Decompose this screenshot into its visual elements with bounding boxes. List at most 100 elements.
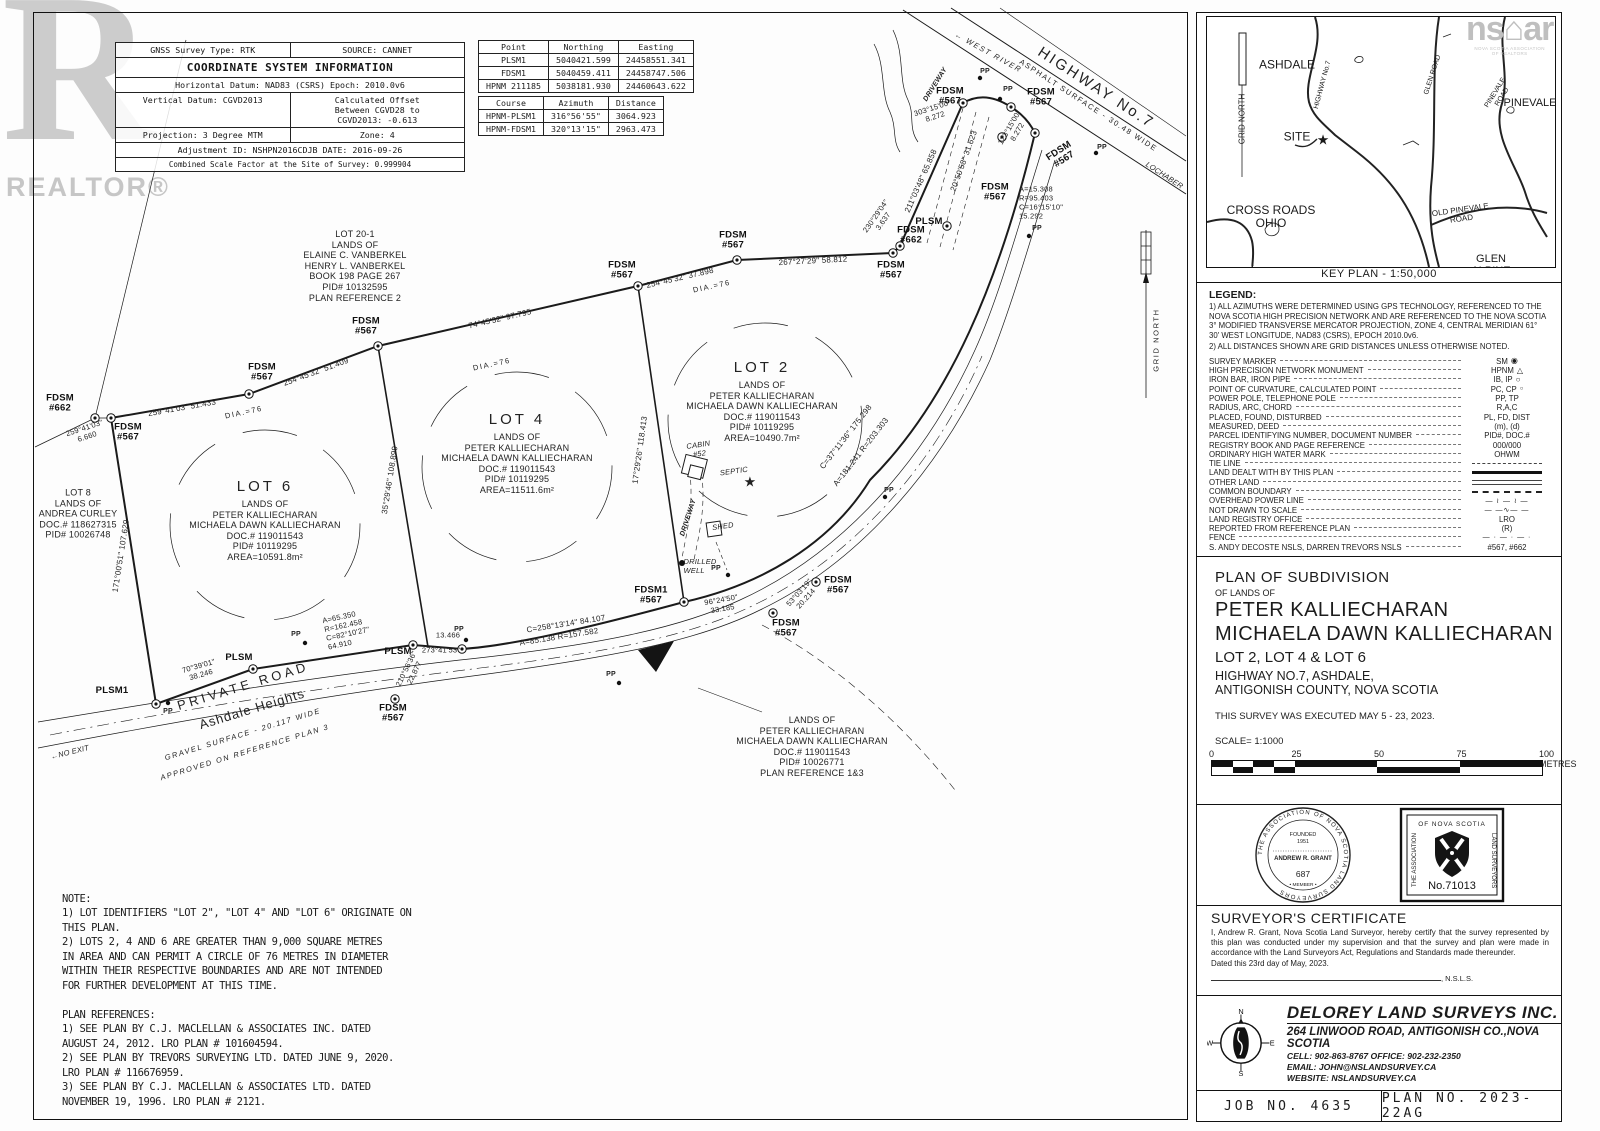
survey-label: CABIN #52 (685, 438, 711, 459)
survey-label: SHED (711, 520, 735, 533)
legend-leader (1263, 480, 1461, 482)
svg-text:1951: 1951 (1297, 839, 1309, 845)
survey-label: PP (606, 670, 616, 678)
legend-item-symbol: #567, #662 (1465, 543, 1549, 552)
tri-icon: △ (1516, 365, 1524, 375)
survey-label: FDSM #662 (897, 224, 925, 246)
legend-item-code: 000/000 (1492, 440, 1522, 450)
points-header: Point (478, 40, 549, 54)
nsar-logo: ns⌂ar NOVA SCOTIA ASSOCIATION OF REALTOR… (1466, 12, 1554, 56)
coordinate-info-title: COORDINATE SYSTEM INFORMATION (186, 61, 394, 74)
legend-item: REPORTED FROM REFERENCE PLAN(R) (1209, 524, 1549, 533)
legend-leader (1307, 498, 1461, 501)
line-fence-icon: — · — · — · (1482, 534, 1532, 542)
survey-label: A=65.350 R=162.458 C=82°10'27" 64.910 (321, 609, 371, 652)
survey-label: FDSM #567 (1027, 86, 1055, 108)
survey-label: 20°50'58" 31.623 (948, 129, 979, 193)
survey-label: GLEN ALPINE (1471, 252, 1510, 267)
compass-w: W (1207, 1039, 1213, 1048)
legend-title: LEGEND: (1209, 289, 1257, 302)
survey-label: 53°03'19" 20.214 (784, 576, 818, 611)
firm-website: WEBSITE: NSLANDSURVEY.CA (1286, 1073, 1417, 1084)
legend-leader (1354, 526, 1461, 529)
survey-label: DRIVEWAY (679, 498, 698, 538)
survey-label: HIGHWAY No.7 (1312, 60, 1333, 110)
combined-scale-factor: Combined Scale Factor at the Site of Sur… (168, 160, 412, 169)
survey-label: ASHDALE (1258, 57, 1316, 72)
projection: Projection: 3 Degree MTM (116, 128, 291, 142)
legend-item-label: ORDINARY HIGH WATER MARK (1209, 449, 1326, 459)
scale-bar-segment (1273, 767, 1295, 774)
legend-item-label: MEASURED, DEED (1209, 421, 1280, 431)
owner-name-2: MICHAELA DAWN KALLIECHARAN (1215, 623, 1553, 646)
legend-item: ORDINARY HIGH WATER MARK OHWM (1209, 450, 1549, 459)
certificate-title: SURVEYOR'S CERTIFICATE (1211, 909, 1407, 926)
survey-label: GRID NORTH (1151, 308, 1161, 372)
survey-label: PLSM (225, 651, 253, 663)
legend-item-symbol: (R) (1465, 524, 1549, 533)
legend-note: 1) ALL AZIMUTHS WERE DETERMINED USING GP… (1209, 302, 1546, 340)
job-number: JOB NO. 4635 (1197, 1091, 1382, 1122)
legend-item-symbol: IB, IP○ (1465, 375, 1549, 384)
legend-item-symbol: OHWM (1465, 450, 1549, 459)
survey-label: CROSS ROADS OHIO (1226, 202, 1316, 230)
certificate-dated: Dated this 23rd day of May, 2023. (1211, 959, 1329, 969)
legend-item-label: PLACED, FOUND, DISTURBED (1209, 412, 1322, 422)
drawing-sheet-border (33, 12, 1188, 1120)
address-line-2: ANTIGONISH COUNTY, NOVA SCOTIA (1215, 683, 1439, 698)
survey-label: PLSM1 (95, 684, 129, 696)
signature-line (1211, 980, 1441, 982)
legend-leader (1405, 545, 1461, 547)
legend-leader (1368, 443, 1461, 445)
legend-leader (1337, 470, 1461, 473)
legend-item-label: LAND DEALT WITH BY THIS PLAN (1209, 468, 1334, 478)
survey-label: FDSM #567 (877, 259, 905, 281)
legend-item-code: #567, #662 (1487, 542, 1527, 552)
legend-note: 2) ALL DISTANCES SHOWN ARE GRID DISTANCE… (1209, 342, 1510, 352)
legend-item-code: PC, CP (1490, 384, 1517, 394)
calculated-offset: Calculated Offset Between CGVD28 to CGVD… (334, 95, 420, 125)
lot-2-label: LANDS OF PETER KALLIECHARAN MICHAELA DAW… (686, 380, 838, 444)
legend-item-label: LAND REGISTRY OFFICE (1209, 514, 1303, 524)
horizontal-datum: Horizontal Datum: NAD83 (CSRS) Epoch: 20… (175, 80, 405, 90)
scale-bar-tick-label: 100 METRES (1539, 749, 1577, 770)
line-heavy-icon (1472, 471, 1542, 475)
survey-label: FDSM #567 (1044, 138, 1077, 171)
legend-item-label: COMMON BOUNDARY (1209, 487, 1292, 496)
lot-6-title: LOT 6 (236, 478, 294, 496)
circ-icon: ○ (1515, 374, 1521, 384)
survey-label: PP (163, 707, 173, 715)
sm-icon: ◉ (1510, 356, 1518, 366)
square-seal-number: No.71013 (1428, 880, 1476, 892)
legend-item-symbol: SM◉ (1465, 357, 1549, 366)
survey-label: PP (454, 625, 464, 633)
survey-label: DIA.=76 (224, 403, 264, 421)
line-zigzag-icon: — —∿— — (1484, 507, 1530, 515)
legend-item-symbol: PP, TP (1465, 394, 1549, 403)
compass-s: S (1239, 1069, 1244, 1078)
title-block-section: PLAN OF SUBDIVISION OF LANDS OF PETER KA… (1197, 557, 1577, 805)
survey-label: FDSM #567 (936, 85, 964, 107)
legend-item: PARCEL IDENTIFYING NUMBER, DOCUMENT NUMB… (1209, 431, 1549, 440)
scale-bar-segment (1253, 761, 1274, 768)
legend-notes: 1) ALL AZIMUTHS WERE DETERMINED USING GP… (1209, 302, 1549, 352)
legend-leader (1367, 368, 1461, 371)
legend-item-symbol (1465, 471, 1549, 475)
survey-label: DIA.=76 (692, 277, 732, 295)
legend-item-code: OHWM (1494, 449, 1520, 459)
gnss-source: SOURCE: CANNET (342, 45, 413, 55)
survey-label: FDSM #567 (114, 421, 142, 443)
survey-label: 273°41'53" (421, 645, 461, 655)
footer-strip: JOB NO. 4635 PLAN NO. 2023-22AG (1197, 1091, 1561, 1122)
legend-item-code: LRO (1498, 514, 1516, 524)
